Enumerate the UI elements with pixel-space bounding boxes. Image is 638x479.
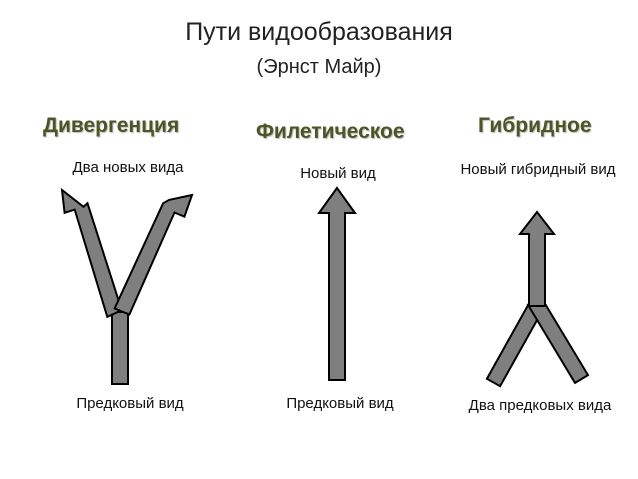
label-phyletic-top: Новый вид bbox=[300, 165, 376, 182]
divergence-right-arrow bbox=[113, 193, 194, 316]
phyletic-arrow bbox=[317, 186, 357, 381]
label-divergence-bottom: Предковый вид bbox=[76, 395, 184, 412]
heading-hybrid: Гибридное bbox=[478, 114, 592, 137]
diagram-title: Пути видообразования bbox=[185, 18, 453, 46]
hybrid-right-branch bbox=[526, 295, 590, 385]
label-hybrid-bottom: Два предковых вида bbox=[468, 397, 612, 414]
label-hybrid-top: Новый гибридный вид bbox=[460, 161, 616, 178]
diagram-subtitle: (Эрнст Майр) bbox=[256, 56, 382, 78]
label-phyletic-bottom: Предковый вид bbox=[286, 395, 394, 412]
divergence-left-arrow bbox=[60, 187, 123, 319]
hybrid-new-arrow bbox=[517, 210, 557, 307]
divergence-stem bbox=[111, 311, 129, 385]
heading-phyletic: Филетическое bbox=[256, 120, 405, 143]
label-divergence-top: Два новых вида bbox=[72, 159, 184, 176]
heading-divergence: Дивергенция bbox=[43, 114, 180, 137]
